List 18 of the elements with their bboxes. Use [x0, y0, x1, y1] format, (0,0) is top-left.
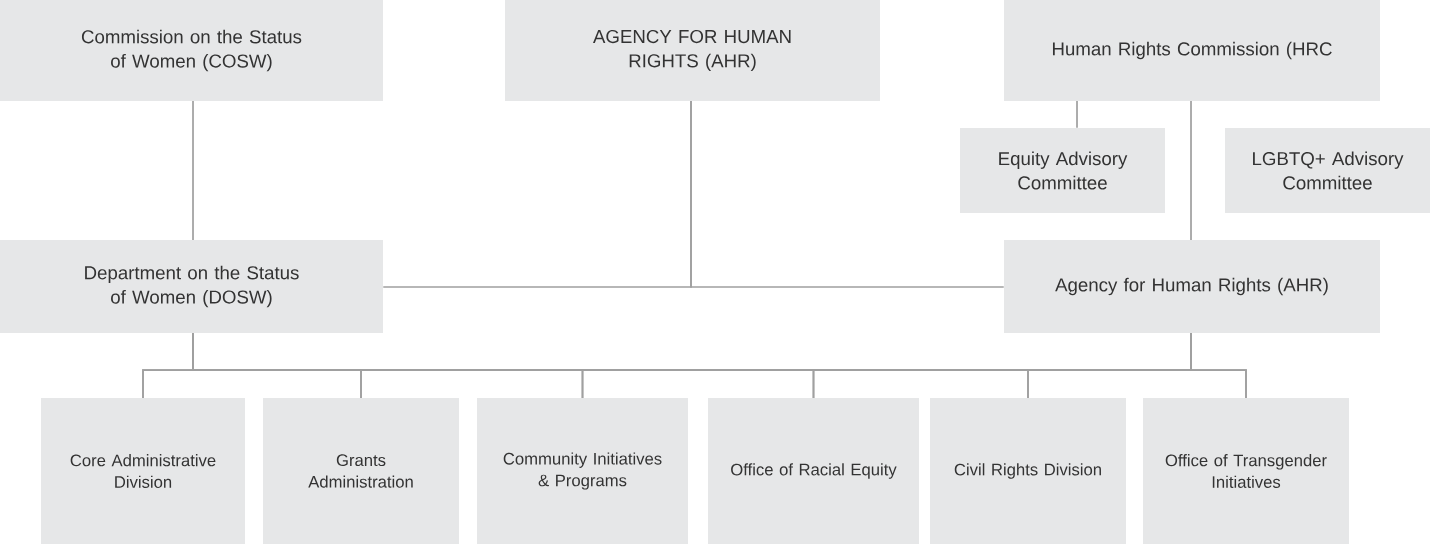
connector-line [1076, 100, 1078, 129]
org-box: LGBTQ+ Advisory Committee [1225, 128, 1430, 213]
org-box: Equity Advisory Committee [960, 128, 1165, 213]
connector-line [1190, 100, 1192, 241]
org-box: Core Administrative Division [41, 398, 245, 544]
connector-line [192, 100, 194, 241]
org-box: Office of Racial Equity [708, 398, 919, 544]
org-box: Commission on the Status of Women (COSW) [0, 0, 383, 101]
org-box: Grants Administration [263, 398, 459, 544]
org-box: Human Rights Commission (HRC [1004, 0, 1380, 101]
org-box: Agency for Human Rights (AHR) [1004, 240, 1380, 333]
org-box: Community Initiatives & Programs [477, 398, 688, 544]
org-box: Department on the Status of Women (DOSW) [0, 240, 383, 333]
org-box: Office of Transgender Initiatives [1143, 398, 1349, 544]
org-box: Civil Rights Division [930, 398, 1126, 544]
connector-line [690, 100, 1005, 288]
connector-line [1190, 332, 1247, 399]
org-box: AGENCY FOR HUMAN RIGHTS (AHR) [505, 0, 880, 101]
